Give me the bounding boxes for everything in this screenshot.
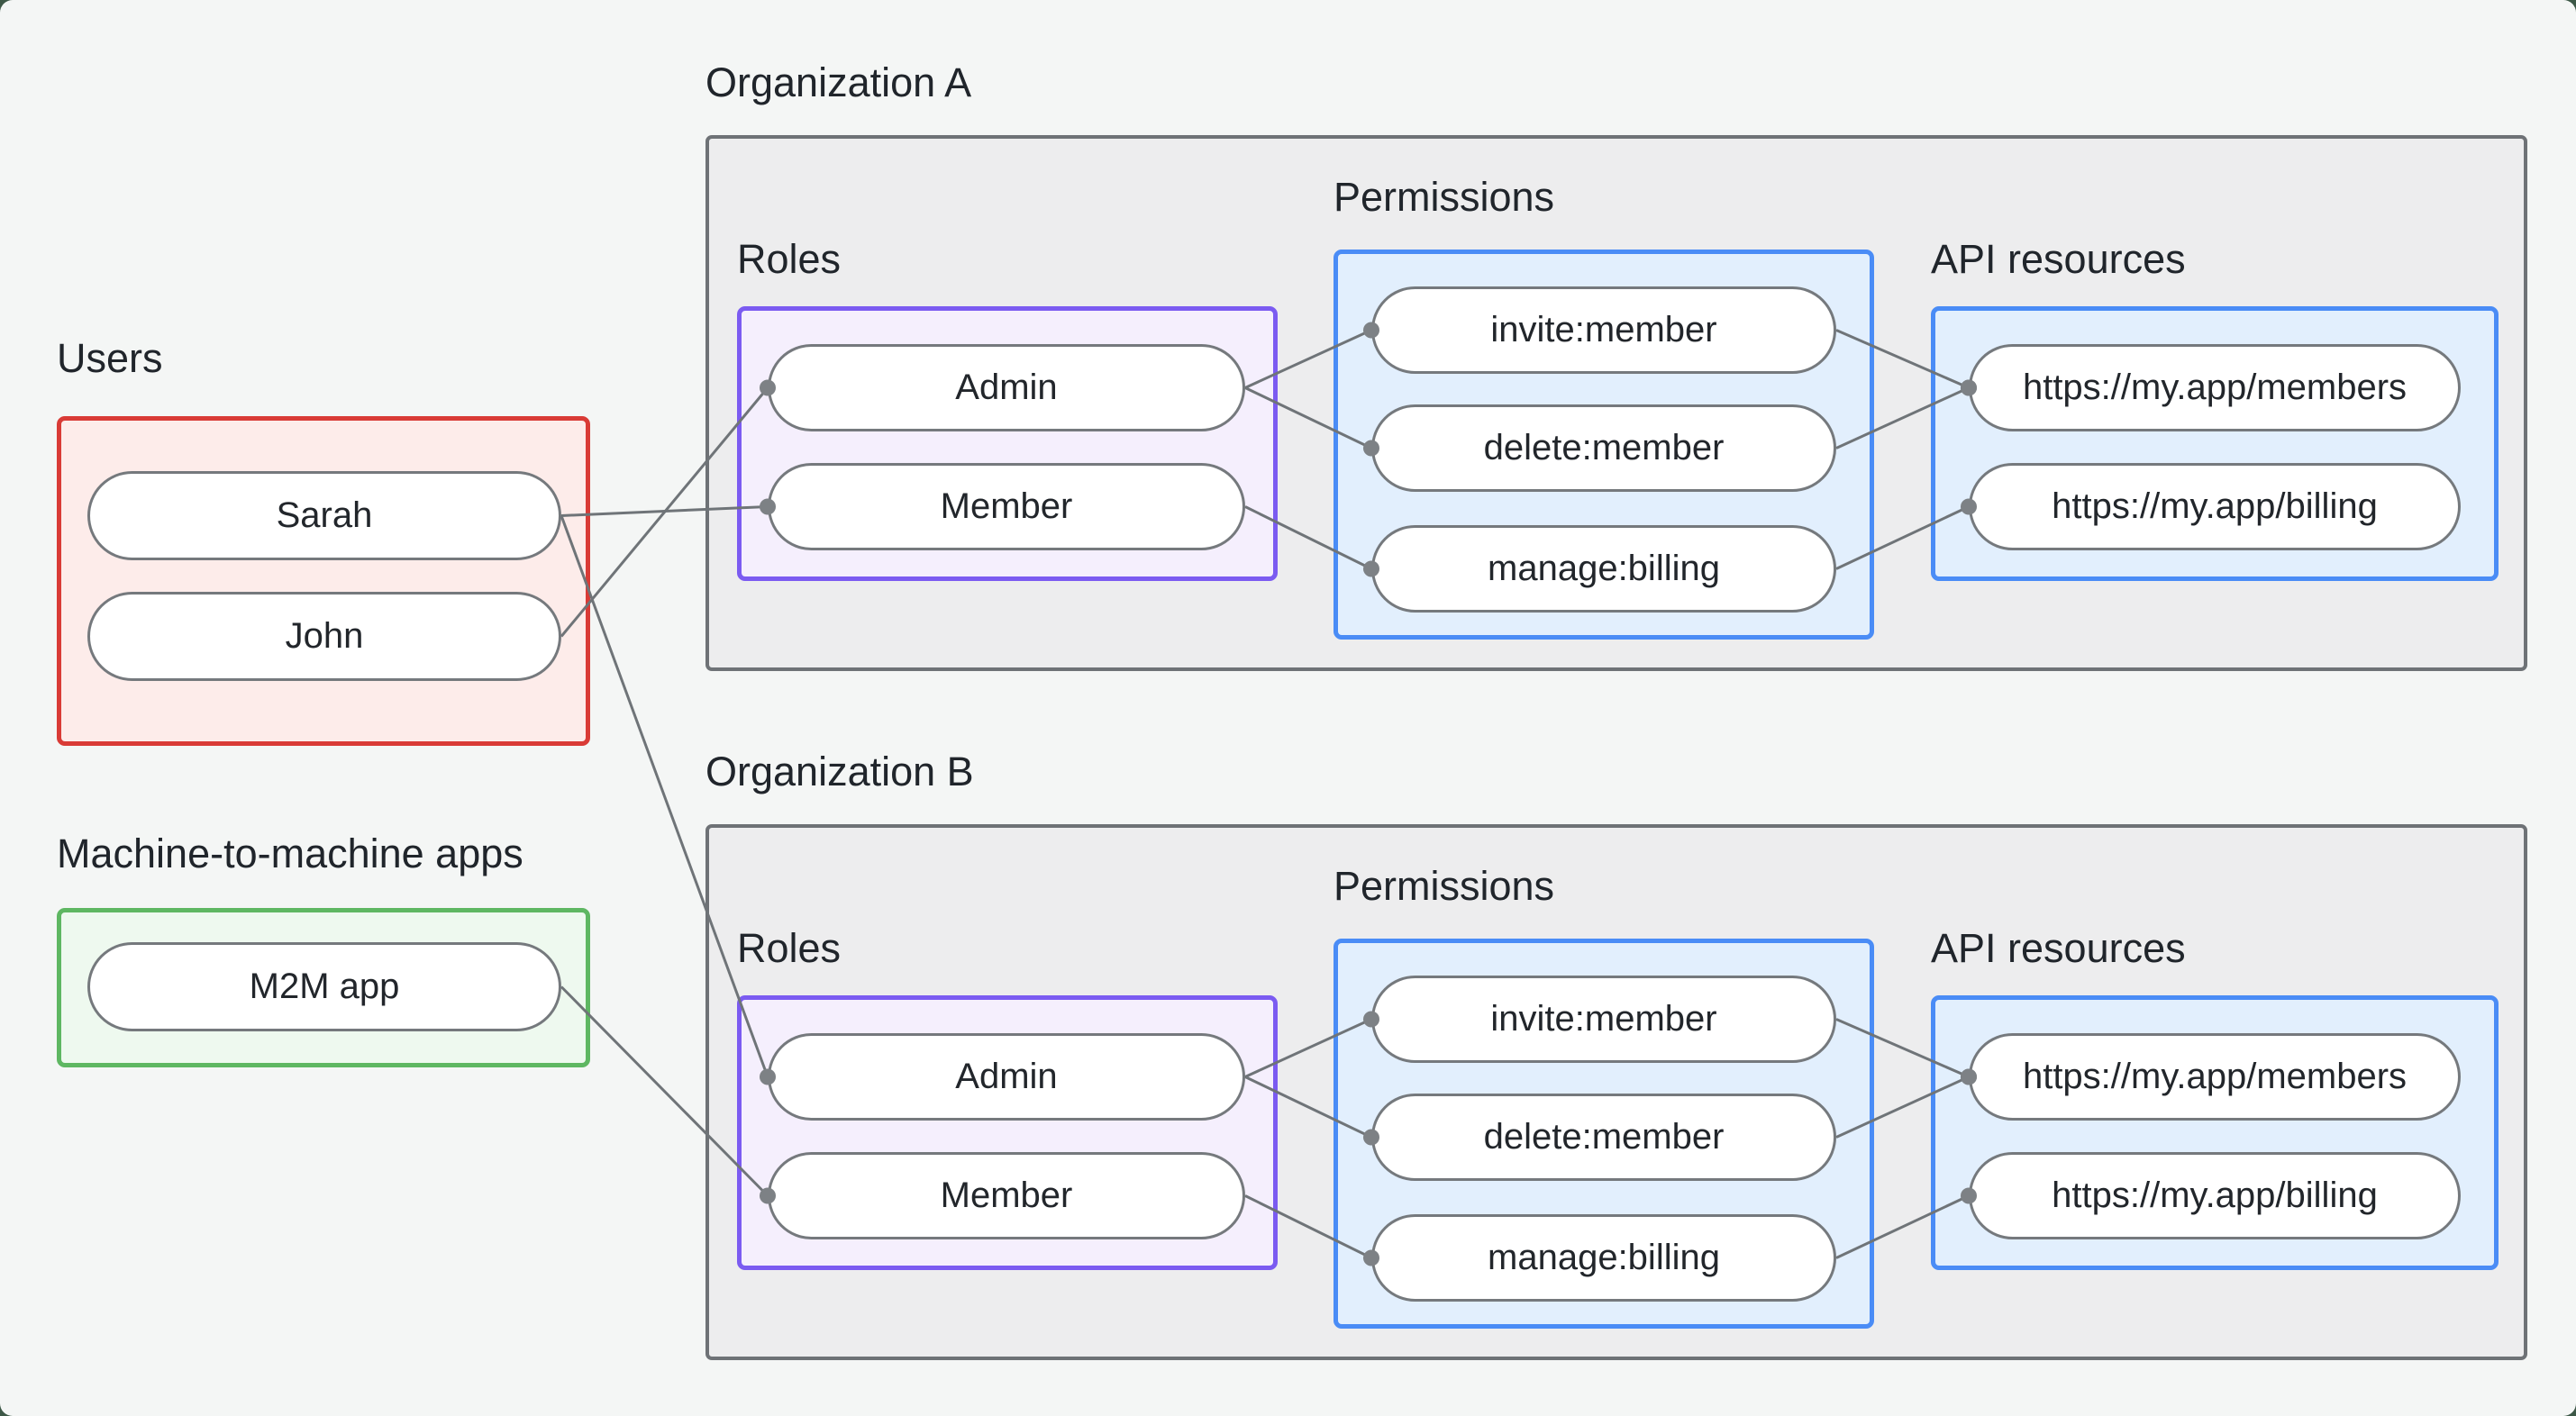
users-group-label: Users <box>57 335 163 381</box>
node-user-sarah: Sarah <box>87 471 561 560</box>
org-b-roles-label: Roles <box>737 925 842 971</box>
node-org-b-api-billing: https://my.app/billing <box>1969 1152 2461 1239</box>
node-org-a-permission-delete-member: delete:member <box>1371 404 1836 492</box>
org-b-permissions-label: Permissions <box>1334 863 1555 909</box>
node-org-b-role-member: Member <box>768 1152 1245 1239</box>
org-a-title: Organization A <box>705 59 972 105</box>
org-b-api-resources-label: API resources <box>1931 925 2186 971</box>
node-org-b-permission-manage-billing: manage:billing <box>1371 1214 1836 1302</box>
org-a-roles-label: Roles <box>737 236 842 282</box>
m2m-group-label: Machine-to-machine apps <box>57 831 523 876</box>
node-org-a-permission-invite-member: invite:member <box>1371 286 1836 374</box>
users-group-box <box>57 416 590 746</box>
node-org-a-api-billing: https://my.app/billing <box>1969 463 2461 550</box>
org-a-permissions-label: Permissions <box>1334 174 1555 220</box>
node-user-john: John <box>87 592 561 681</box>
node-org-b-api-members: https://my.app/members <box>1969 1033 2461 1121</box>
node-m2m-app: M2M app <box>87 942 561 1031</box>
node-org-b-role-admin: Admin <box>768 1033 1245 1121</box>
org-a-api-resources-label: API resources <box>1931 236 2186 282</box>
node-org-a-role-admin: Admin <box>768 344 1245 431</box>
node-org-a-role-member: Member <box>768 463 1245 550</box>
node-org-b-permission-delete-member: delete:member <box>1371 1094 1836 1181</box>
node-org-b-permission-invite-member: invite:member <box>1371 976 1836 1063</box>
node-org-a-permission-manage-billing: manage:billing <box>1371 525 1836 613</box>
org-b-title: Organization B <box>705 749 974 794</box>
node-org-a-api-members: https://my.app/members <box>1969 344 2461 431</box>
